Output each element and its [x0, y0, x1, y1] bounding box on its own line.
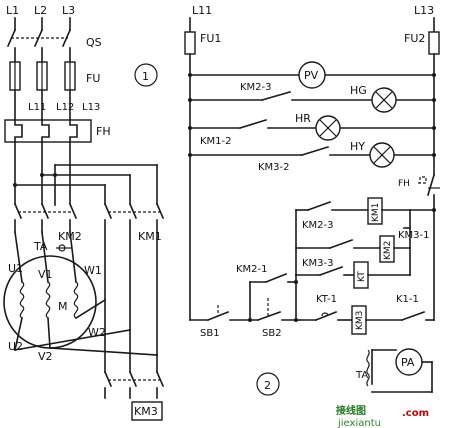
fuses-fu: FU [9, 61, 100, 91]
motor-m-label: M [58, 300, 68, 313]
ct-ta-label: TA [33, 240, 48, 253]
button-sb2-label: SB2 [262, 328, 282, 339]
supply-l11-label: L11 [192, 4, 212, 17]
fuse-out-l13-label: L13 [82, 102, 100, 113]
watermark-suffix: .com [402, 408, 429, 419]
section-2-circle [256, 372, 280, 396]
voltmeter-pv [298, 61, 326, 89]
ammeter-circuit: PA TA [355, 348, 433, 393]
motor-v1-label: V1 [38, 268, 53, 281]
contactor-km3-label: KM3 [134, 405, 158, 418]
lamp-hy [369, 142, 395, 168]
watermark-chinese: 接线图 [336, 404, 366, 417]
lamp-hr-label: HR [295, 112, 311, 125]
thermal-relay-fh-label: FH [96, 125, 111, 138]
lamp-hg-label: HG [350, 84, 367, 97]
contactor-km1-label: KM1 [138, 230, 162, 243]
ammeter-ct-label: TA [355, 370, 368, 381]
fuses-fu-label: FU [86, 72, 100, 85]
main-circuit: L1 L2 L3 QS FU L1 [3, 4, 165, 421]
contactor-km2-main [13, 202, 78, 233]
contact-k1-1-label: K1-1 [396, 294, 419, 305]
contact-km2-3-label: KM2-3 [302, 220, 334, 231]
fuse-fu1-label: FU1 [200, 32, 221, 45]
coil-km1 [367, 197, 383, 225]
voltmeter-pv-label: PV [304, 69, 319, 82]
lamp-hy-label: HY [350, 140, 365, 153]
fuse-fu2-label: FU2 [404, 32, 425, 45]
contact-kt-1-label: KT-1 [316, 294, 337, 305]
section-1-label: 1 [142, 70, 149, 83]
phase-l1-label: L1 [6, 4, 19, 17]
ammeter-pa-label: PA [401, 356, 415, 369]
lamp-contact-km2-3-label: KM2-3 [240, 82, 272, 93]
contactor-km1-star: KM1 [103, 202, 165, 356]
breaker-qs: QS [6, 17, 102, 63]
fuse-out-l12-label: L12 [56, 102, 74, 113]
coil-km1-label: KM1 [371, 203, 381, 222]
thermal-contact-fh-label: FH [398, 179, 410, 189]
lamp-hg [371, 87, 397, 113]
section-2-label: 2 [264, 379, 271, 392]
contact-km3-1-label: KM3-1 [398, 230, 430, 241]
coil-km3-label: KM3 [355, 311, 365, 330]
fuse-fu1 [184, 31, 196, 55]
lamp-hr [315, 115, 341, 141]
watermark-domain: jiexiantu [337, 418, 381, 428]
supply-l13-label: L13 [414, 4, 434, 17]
contactor-km3-delta: KM3 [103, 299, 165, 421]
coil-km2-label: KM2 [383, 241, 393, 260]
contact-km2-1-label: KM2-1 [236, 264, 268, 275]
button-sb1-label: SB1 [200, 328, 220, 339]
lamp-contact-km3-2-label: KM3-2 [258, 162, 290, 173]
control-circuit: L11 L13 FU1 FU2 PV KM2-3 HG [184, 4, 440, 396]
motor-m: U1 V1 W1 M U2 V2 W2 [3, 231, 158, 363]
contact-km3-3-label: KM3-3 [302, 258, 334, 269]
coil-kt-label: KT [357, 271, 367, 282]
thermal-relay-fh: FH [4, 119, 111, 143]
fuse-fu2 [428, 31, 440, 55]
watermark-logo: 接线图 jiexiantu .com [336, 404, 429, 428]
fuse-out-l11-label: L11 [28, 102, 46, 113]
section-1-circle [134, 63, 158, 87]
phase-l2-label: L2 [34, 4, 47, 17]
lamp-contact-km1-2-label: KM1-2 [200, 136, 232, 147]
motor-v2-label: V2 [38, 350, 53, 363]
coil-km2 [379, 235, 395, 263]
breaker-qs-label: QS [86, 36, 102, 49]
phase-l3-label: L3 [62, 4, 75, 17]
thermal-contact-fh: FH [398, 174, 440, 196]
motor-w1-label: W1 [84, 264, 102, 277]
